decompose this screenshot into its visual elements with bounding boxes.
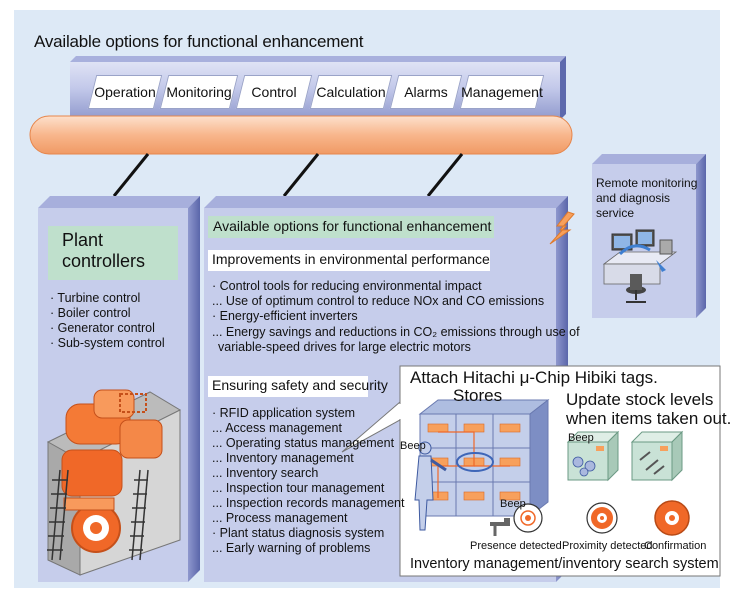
stock-boxes-illustration <box>566 430 684 482</box>
safety-line: ... Inspection tour management <box>212 481 385 495</box>
safety-heading-box <box>208 376 368 397</box>
remote-line: service <box>596 206 635 220</box>
safety-line: ... Inventory search <box>212 466 319 480</box>
plant-controllers-header <box>48 226 178 280</box>
env-heading-box <box>208 250 490 271</box>
confirmation-sensor-icon <box>654 500 690 536</box>
callout-title: Attach Hitachi μ-Chip Hibiki tags. <box>410 368 658 387</box>
callout-footer: Inventory management/inventory search sy… <box>410 556 719 572</box>
remote-line: Remote monitoring <box>596 176 698 190</box>
safety-line: · RFID application system <box>212 406 356 420</box>
update-line2: when items taken out. <box>566 409 731 428</box>
plant-item: · Boiler control <box>50 306 131 320</box>
proximity-sensor-icon <box>586 502 618 534</box>
function-tab-alarms: Alarms <box>394 75 458 109</box>
confirmation-label: Confirmation <box>644 540 707 552</box>
plant-item: · Sub-system control <box>50 336 165 350</box>
beep-label: Beep <box>500 498 526 510</box>
safety-line: ... Inspection records management <box>212 496 405 510</box>
stores-label: Stores <box>453 386 503 405</box>
safety-line: · Plant status diagnosis system <box>212 526 385 540</box>
safety-line: ... Process management <box>212 511 348 525</box>
turbine-illustration <box>46 389 182 576</box>
storage-shelves-illustration <box>414 398 550 531</box>
safety-line: ... Inventory management <box>212 451 354 465</box>
env-line: · Control tools for reducing environment… <box>212 279 482 293</box>
safety-line: ... Access management <box>212 421 342 435</box>
plant-title-line1: Plant <box>62 230 104 250</box>
remote-line: and diagnosis <box>596 191 671 205</box>
function-tab-calculation: Calculation <box>314 75 388 109</box>
plant-item: · Turbine control <box>50 291 141 305</box>
env-line: · Energy-efficient inverters <box>212 309 358 323</box>
page-title: Available options for functional enhance… <box>34 32 364 51</box>
env-line: ... Use of optimum control to reduce NOx… <box>212 294 545 308</box>
wireless-signal-icon <box>549 211 575 245</box>
safety-heading: Ensuring safety and security <box>212 377 388 393</box>
connector-lines <box>112 153 464 197</box>
beep-label: Beep <box>568 432 594 444</box>
beep-label: Beep <box>400 440 426 452</box>
update-line1: Update stock levels <box>566 390 714 409</box>
proximity-label: Proximity detected <box>562 540 653 552</box>
plant-item: · Generator control <box>50 321 155 335</box>
function-tab-monitoring: Monitoring <box>164 75 234 109</box>
enhancement-header <box>208 216 494 238</box>
safety-line: ... Early warning of problems <box>212 541 371 555</box>
presence-label: Presence detected <box>470 540 562 552</box>
env-line: variable-speed drives for large electric… <box>218 340 471 354</box>
presence-sensor-icon <box>490 503 543 536</box>
plant-title-line2: controllers <box>62 251 146 271</box>
function-tab-operation: Operation <box>92 75 158 109</box>
sensor-indicators <box>490 500 690 536</box>
remote-desk-icon <box>602 229 678 303</box>
communication-bus <box>29 115 573 155</box>
env-line: ... Energy savings and reductions in CO₂… <box>212 325 580 339</box>
function-tab-control: Control <box>240 75 308 109</box>
safety-line: ... Operating status management <box>212 436 395 450</box>
env-heading: Improvements in environmental performanc… <box>212 251 490 267</box>
function-tab-management: Management <box>461 75 543 109</box>
enhancement-heading: Available options for functional enhance… <box>213 218 492 234</box>
